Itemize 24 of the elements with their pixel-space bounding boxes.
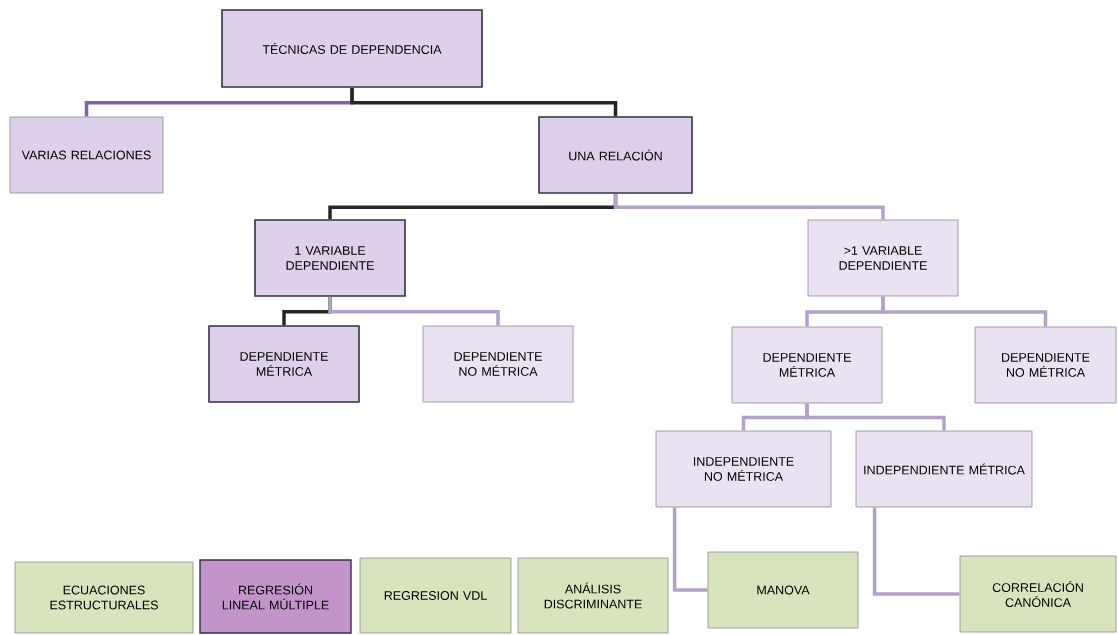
connector-line	[350, 87, 618, 117]
technique-box: MANOVA	[707, 551, 859, 629]
technique-box: CORRELACIÓN CANÓNICA	[959, 555, 1117, 633]
connector-line	[805, 403, 946, 431]
concept-box: UNA RELACIÓN	[538, 116, 693, 194]
connector-line	[881, 296, 1048, 327]
concept-box: DEPENDIENTE MÉTRICA	[731, 326, 883, 404]
concept-box: 1 VARIABLE DEPENDIENTE	[254, 219, 406, 297]
connector-line	[613, 193, 885, 220]
technique-box: REGRESION VDL	[359, 557, 512, 634]
concept-box: INDEPENDIENTE MÉTRICA	[855, 430, 1033, 508]
concept-box: TÉCNICAS DE DEPENDENCIA	[221, 9, 483, 88]
technique-box: ECUACIONES ESTRUCTURALES	[14, 561, 194, 634]
connector-line	[328, 296, 500, 326]
technique-box: ANÁLISIS DISCRIMINANTE	[517, 557, 669, 634]
connector-line	[672, 507, 708, 592]
concept-box: DEPENDIENTE NO MÉTRICA	[974, 326, 1117, 404]
concept-box: VARIAS RELACIONES	[9, 116, 164, 194]
technique-box: REGRESIÓN LINEAL MÚLTIPLE	[199, 559, 352, 634]
connector-line	[872, 507, 960, 596]
concept-box: >1 VARIABLE DEPENDIENTE	[807, 219, 959, 297]
concept-box: INDEPENDIENTE NO MÉTRICA	[655, 430, 832, 508]
concept-box: DEPENDIENTE NO MÉTRICA	[422, 325, 574, 403]
concept-box: DEPENDIENTE MÉTRICA	[208, 325, 360, 403]
